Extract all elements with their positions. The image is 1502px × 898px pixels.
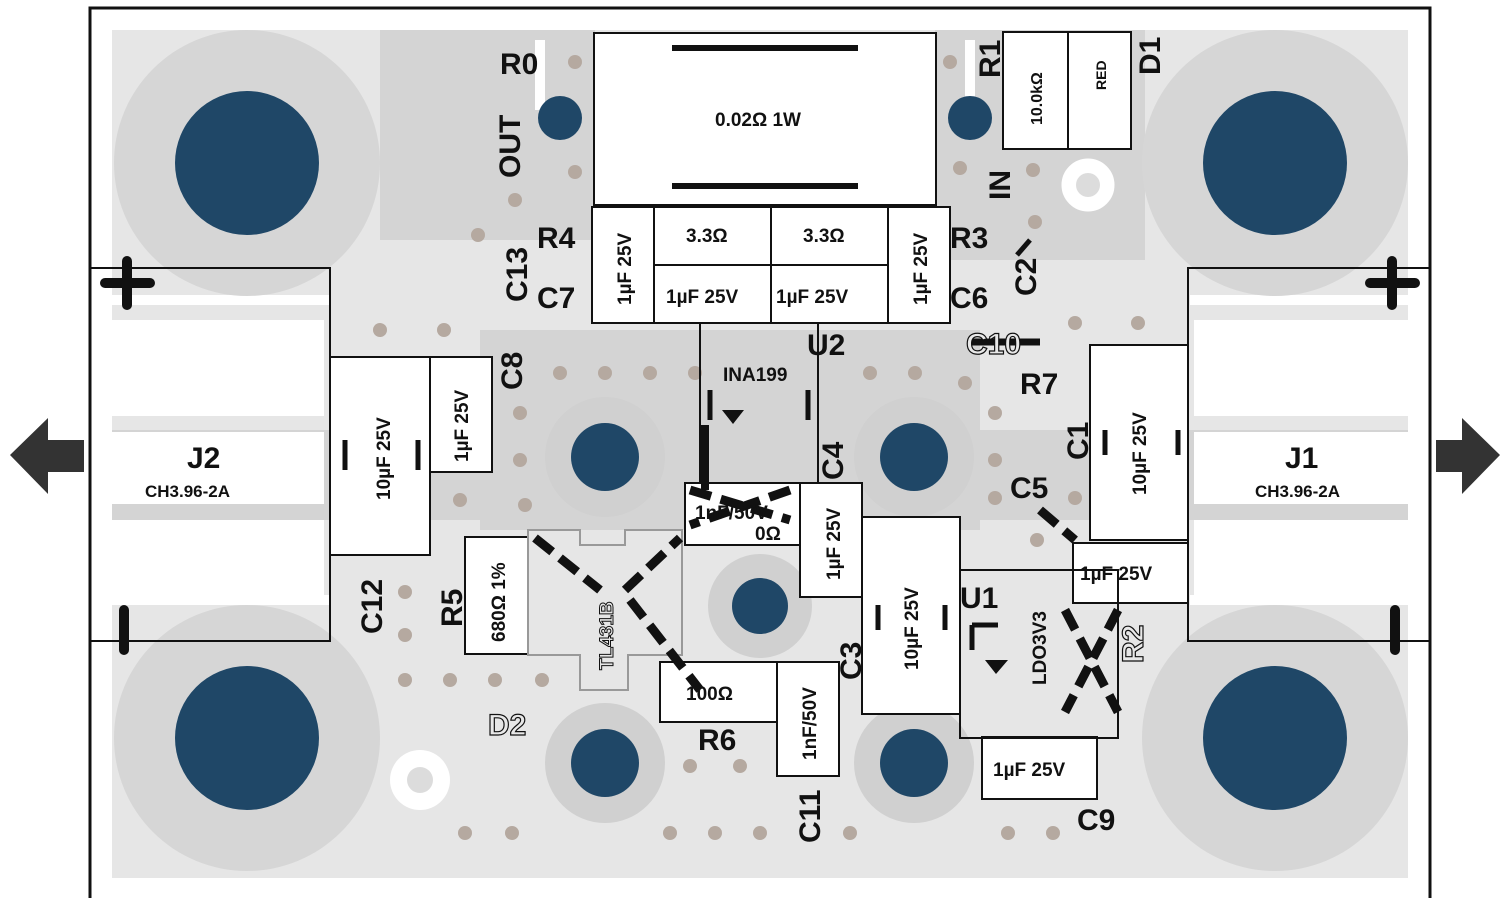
- label-C6: C6: [950, 282, 988, 315]
- value-c1: 10µF 25V: [1130, 412, 1151, 495]
- label-R1: R1: [974, 40, 1007, 78]
- inner-pads: [538, 96, 992, 823]
- terminal-pad: [175, 666, 319, 810]
- label-IN: IN: [984, 170, 1017, 200]
- label-R4: R4: [537, 222, 576, 255]
- label-OUT: OUT: [494, 115, 527, 178]
- label-C7: C7: [537, 282, 575, 315]
- label-C9: C9: [1077, 804, 1115, 837]
- value-r6: 100Ω: [686, 684, 733, 705]
- pin1-marker-u1: [985, 660, 1008, 674]
- value-c4: 1µF 25V: [824, 507, 845, 580]
- label-C8: C8: [496, 352, 529, 390]
- label-U1: U1: [960, 582, 998, 615]
- shunt-body: [593, 32, 937, 206]
- value-u2: INA199: [723, 365, 787, 386]
- label-J1: J1: [1285, 442, 1318, 475]
- label-C13: C13: [501, 247, 534, 302]
- value-r4: 3.3Ω: [686, 226, 728, 247]
- value-c10: 1nF/50V: [695, 503, 768, 524]
- value-c12: 10µF 25V: [374, 417, 395, 500]
- terminal-pad: [1203, 666, 1347, 810]
- label-R5: R5: [436, 589, 469, 627]
- polarity-marks: [100, 256, 1420, 655]
- value-r3: 3.3Ω: [803, 226, 845, 247]
- value-c6: 1µF 25V: [776, 287, 849, 308]
- value-c11: 1nF/50V: [800, 687, 821, 760]
- terminal-pad: [1203, 91, 1347, 235]
- label-R3: R3: [950, 222, 988, 255]
- label-C4: C4: [817, 441, 850, 480]
- label-C3: C3: [835, 642, 868, 680]
- value-c13: 1µF 25V: [615, 232, 636, 305]
- value-c3: 10µF 25V: [902, 587, 923, 670]
- label-C5: C5: [1010, 472, 1048, 505]
- connector-j2: [89, 267, 331, 642]
- value-r7: 0Ω: [755, 524, 781, 545]
- pin1-marker-u2: [722, 410, 744, 424]
- label-R6: R6: [698, 724, 736, 757]
- corner-terminals: [114, 30, 1408, 871]
- label-C11: C11: [794, 790, 827, 843]
- value-r1: 10.0kΩ: [1029, 72, 1046, 125]
- value-u1: LDO3V3: [1030, 611, 1051, 685]
- arrow-right-icon: [1436, 418, 1500, 494]
- fiducials: [390, 158, 1115, 810]
- ic-outlines: [527, 322, 1119, 739]
- dnp-marks: [532, 485, 1122, 715]
- value-j1-part: CH3.96-2A: [1255, 482, 1340, 501]
- label-C1: C1: [1062, 422, 1095, 460]
- value-c5: 1µF 25V: [1080, 564, 1153, 585]
- value-d1: RED: [1093, 60, 1109, 90]
- arrow-left-icon: [10, 418, 84, 494]
- value-r5: 680Ω 1%: [489, 562, 510, 642]
- terminal-pad: [175, 91, 319, 235]
- cap-marks: [342, 238, 1181, 630]
- value-j2-part: CH3.96-2A: [145, 482, 230, 501]
- value-c9: 1µF 25V: [993, 760, 1066, 781]
- label-R0: R0: [500, 48, 538, 81]
- value-c8: 1µF 25V: [452, 389, 473, 462]
- value-shunt: 0.02Ω 1W: [715, 110, 801, 131]
- label-C12: C12: [356, 579, 389, 634]
- value-c2: 1µF 25V: [911, 232, 932, 305]
- label-C10: C10: [966, 328, 1021, 361]
- value-tl431: TL431B: [597, 601, 618, 670]
- vias: [373, 55, 1145, 840]
- label-D1: D1: [1134, 37, 1167, 75]
- connector-j1: [1187, 267, 1431, 642]
- label-C2: C2: [1010, 258, 1043, 296]
- value-c7: 1µF 25V: [666, 287, 739, 308]
- label-R7: R7: [1020, 368, 1058, 401]
- label-R2: R2: [1117, 625, 1150, 663]
- label-U2: U2: [807, 329, 845, 362]
- label-D2: D2: [488, 709, 526, 742]
- label-J2: J2: [187, 442, 220, 475]
